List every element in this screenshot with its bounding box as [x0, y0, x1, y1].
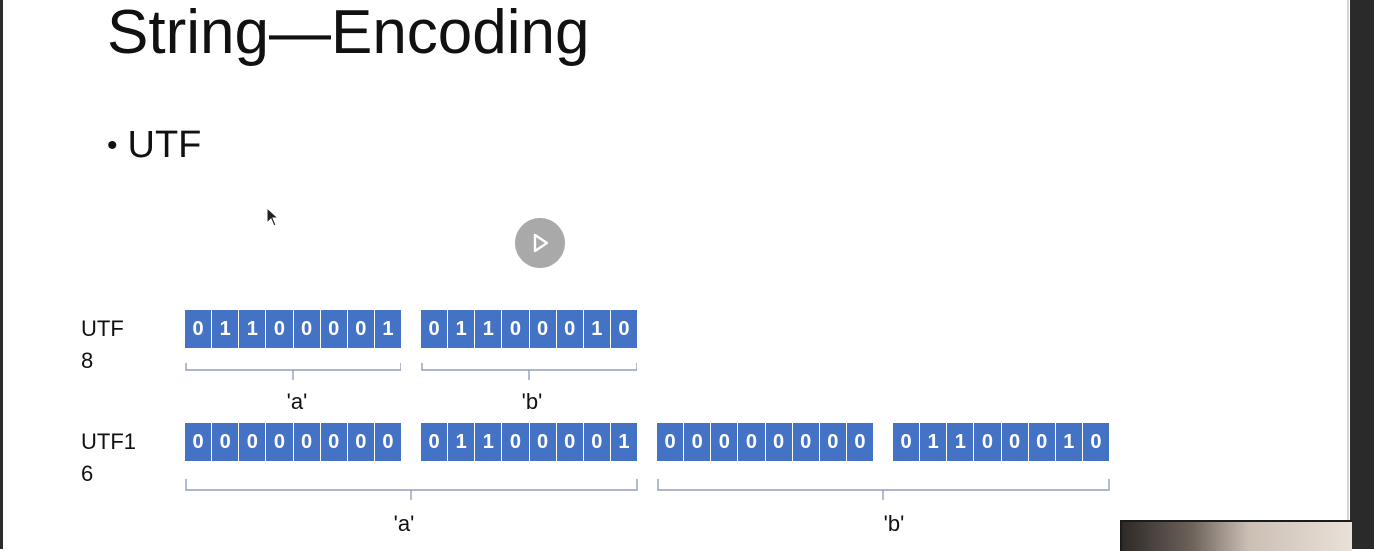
bullet-text: UTF [127, 124, 202, 166]
char-label-a: 'a' [393, 511, 415, 536]
bit-cell: 0 [845, 423, 873, 461]
char-label-b: 'b' [883, 511, 905, 536]
bit-cell: 0 [710, 423, 737, 461]
bit-cell: 0 [1000, 423, 1028, 461]
mouse-cursor-icon [266, 207, 280, 227]
bit-cell: 1 [447, 310, 474, 348]
bit-cell: 1 [946, 423, 973, 461]
bit-cell: 1 [211, 310, 238, 348]
bit-cell: 0 [528, 310, 556, 348]
bit-cell: 0 [428, 430, 440, 453]
row-label-utf16: UTF1 6 [81, 426, 151, 490]
bit-cell: 0 [501, 310, 528, 348]
bit-cell: 0 [664, 430, 676, 453]
bit-cell: 0 [265, 310, 292, 348]
side-panel [1350, 0, 1374, 549]
bit-cell: 0 [211, 423, 238, 461]
bit-cell: 0 [1081, 423, 1109, 461]
bit-cell: 0 [973, 423, 1000, 461]
bit-cell: 0 [555, 423, 583, 461]
bit-cell: 0 [818, 423, 846, 461]
brace-a [185, 479, 638, 500]
window-left-border [0, 0, 3, 549]
brace-a [185, 363, 401, 380]
bit-cell: 1 [582, 310, 610, 348]
bit-cell: 0 [373, 423, 401, 461]
bit-cell: 0 [501, 423, 528, 461]
char-label-a: 'a' [286, 389, 308, 414]
bit-cell: 0 [582, 423, 610, 461]
bit-cell: 0 [265, 423, 292, 461]
bit-cell: 0 [1027, 423, 1055, 461]
bit-cell: 0 [791, 423, 819, 461]
brace-b [421, 363, 637, 380]
bit-cell: 0 [764, 423, 792, 461]
bit-cell: 0 [292, 423, 320, 461]
char-label-b: 'b' [521, 389, 543, 414]
bit-cell: 1 [373, 310, 401, 348]
row-label-line1: UTF [81, 316, 124, 341]
row-label-utf8: UTF 8 [81, 313, 151, 377]
bit-cell: 1 [609, 423, 637, 461]
bit-cell: 1 [474, 310, 501, 348]
bit-cell: 1 [238, 310, 265, 348]
bit-cell: 1 [1054, 423, 1082, 461]
bit-cell: 0 [737, 423, 764, 461]
webcam-thumbnail [1120, 520, 1352, 551]
brace-b [657, 479, 1110, 500]
row-label-line2: 8 [81, 348, 94, 373]
bit-cell: 0 [346, 423, 374, 461]
bit-cell: 1 [474, 423, 501, 461]
play-icon [533, 233, 549, 253]
bit-cell: 0 [528, 423, 556, 461]
bit-cell: 0 [346, 310, 374, 348]
bit-cell: 0 [609, 310, 637, 348]
bit-cell: 0 [428, 317, 440, 340]
bullet-dot: • [107, 128, 118, 162]
slide-title: String—Encoding [107, 0, 590, 67]
play-button[interactable] [515, 218, 565, 268]
bit-cell: 0 [192, 317, 204, 340]
bit-cell: 0 [238, 423, 265, 461]
bit-cell: 1 [447, 423, 474, 461]
bit-cell: 0 [319, 310, 347, 348]
bit-cell: 0 [900, 430, 912, 453]
bit-cell: 0 [292, 310, 320, 348]
slide-right-edge [1347, 0, 1349, 549]
bit-cell: 0 [192, 430, 204, 453]
bit-cell: 0 [683, 423, 710, 461]
row-label-line1: UTF1 [81, 429, 136, 454]
bit-cell: 0 [555, 310, 583, 348]
row-label-line2: 6 [81, 461, 94, 486]
bullet-item: • UTF [107, 124, 201, 167]
bit-cell: 1 [919, 423, 946, 461]
bit-cell: 0 [319, 423, 347, 461]
